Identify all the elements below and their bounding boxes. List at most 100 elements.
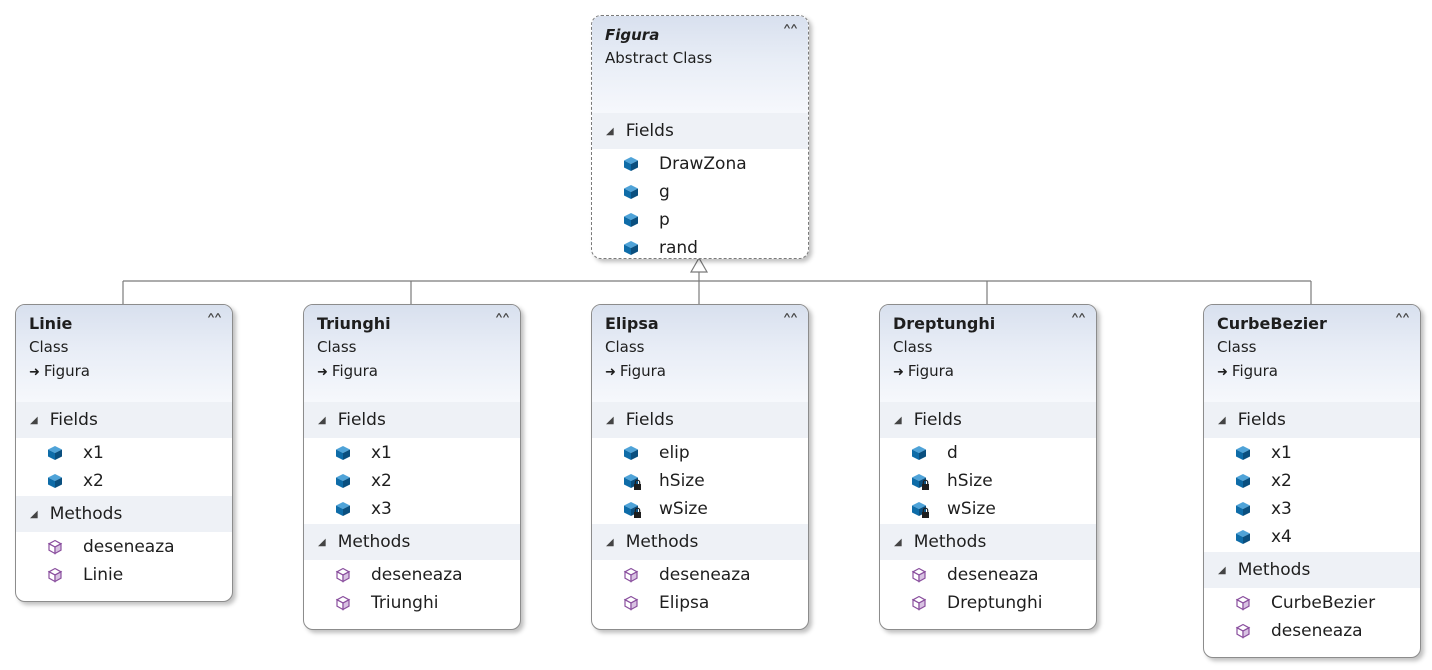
field-icon <box>336 502 350 516</box>
method-name: Triunghi <box>371 593 439 613</box>
method-item[interactable]: Elipsa <box>592 589 808 617</box>
expanded-triangle-icon: ◢ <box>1218 415 1226 426</box>
collapse-chevron-icon[interactable]: ˄˄ <box>782 310 799 332</box>
class-kind: Class <box>605 338 645 356</box>
field-name: x2 <box>371 471 392 491</box>
field-item[interactable]: DrawZona <box>592 150 808 178</box>
field-item[interactable]: hSize <box>592 467 808 495</box>
method-item[interactable]: deseneaza <box>304 561 520 589</box>
field-item[interactable]: x2 <box>304 467 520 495</box>
field-item[interactable]: wSize <box>592 495 808 523</box>
expanded-triangle-icon: ◢ <box>318 537 326 548</box>
field-item[interactable]: wSize <box>880 495 1096 523</box>
methods-label: Methods <box>49 504 123 524</box>
fields-label: Fields <box>49 410 98 430</box>
field-item[interactable]: x1 <box>304 439 520 467</box>
method-icon <box>911 567 927 583</box>
collapse-chevron-icon[interactable]: ˄˄ <box>1394 310 1411 332</box>
field-item[interactable]: elip <box>592 439 808 467</box>
base-class: ➜Figura <box>1217 359 1408 385</box>
class-kind: Class <box>317 338 357 356</box>
field-name: x4 <box>1271 527 1292 547</box>
field-item[interactable]: x2 <box>1204 467 1420 495</box>
collapse-chevron-icon[interactable]: ˄˄ <box>206 310 223 332</box>
collapse-chevron-icon[interactable]: ˄˄ <box>782 21 799 43</box>
expanded-triangle-icon: ◢ <box>606 126 614 137</box>
method-item[interactable]: deseneaza <box>592 561 808 589</box>
field-item[interactable]: x3 <box>1204 495 1420 523</box>
field-icon <box>624 446 638 460</box>
expanded-triangle-icon: ◢ <box>30 509 38 520</box>
fields-section-header[interactable]: ◢Fields <box>16 402 232 438</box>
class-kind: Class <box>29 338 69 356</box>
method-icon <box>1235 595 1251 611</box>
methods-section-header[interactable]: ◢ Methods <box>16 496 232 532</box>
private-field-icon <box>912 502 929 518</box>
field-item[interactable]: g <box>592 178 808 206</box>
field-icon <box>336 474 350 488</box>
method-icon <box>47 567 63 583</box>
field-name: x3 <box>1271 499 1292 519</box>
methods-section-header[interactable]: ◢Methods <box>304 524 520 560</box>
field-item[interactable]: rand <box>592 234 808 258</box>
method-item[interactable]: CurbeBezier <box>1204 589 1420 617</box>
field-item[interactable]: x1 <box>16 439 232 467</box>
field-item[interactable]: x2 <box>16 467 232 495</box>
method-item[interactable]: deseneaza <box>1204 617 1420 645</box>
private-field-icon <box>912 474 929 490</box>
fields-section-header[interactable]: ◢Fields <box>592 402 808 438</box>
class-header: CurbeBezier Class ➜Figura ˄˄ <box>1204 305 1420 402</box>
base-class: ➜Figura <box>605 359 796 385</box>
class-box-curbebezier[interactable]: CurbeBezier Class ➜Figura ˄˄ ◢Fields x1 … <box>1203 304 1421 658</box>
field-name: d <box>947 443 958 463</box>
methods-label: Methods <box>913 532 987 552</box>
expanded-triangle-icon: ◢ <box>894 537 902 548</box>
collapse-chevron-icon[interactable]: ˄˄ <box>494 310 511 332</box>
field-item[interactable]: x1 <box>1204 439 1420 467</box>
method-icon <box>335 567 351 583</box>
methods-section-header[interactable]: ◢Methods <box>592 524 808 560</box>
inherits-arrow-icon: ➜ <box>317 365 328 380</box>
base-class-name: Figura <box>907 362 954 380</box>
method-item[interactable]: deseneaza <box>16 533 232 561</box>
class-box-triunghi[interactable]: Triunghi Class ➜Figura ˄˄ ◢Fields x1 x2 … <box>303 304 521 630</box>
fields-section-header[interactable]: ◢Fields <box>304 402 520 438</box>
field-item[interactable]: x3 <box>304 495 520 523</box>
private-field-icon <box>624 502 641 518</box>
fields-section-header[interactable]: ◢Fields <box>1204 402 1420 438</box>
method-item[interactable]: deseneaza <box>880 561 1096 589</box>
class-name: Triunghi <box>317 314 391 333</box>
methods-section-header[interactable]: ◢ Methods <box>880 524 1096 560</box>
method-item[interactable]: Triunghi <box>304 589 520 617</box>
fields-section-header[interactable]: ◢Fields <box>592 113 808 149</box>
method-icon <box>335 595 351 611</box>
methods-section-header[interactable]: ◢Methods <box>1204 552 1420 588</box>
method-item[interactable]: Dreptunghi <box>880 589 1096 617</box>
field-item[interactable]: hSize <box>880 467 1096 495</box>
field-name: DrawZona <box>659 154 747 174</box>
fields-label: Fields <box>337 410 386 430</box>
class-header: Figura Abstract Class ˄˄ <box>592 16 808 113</box>
class-name: Dreptunghi <box>893 314 996 333</box>
class-kind: Class <box>1217 338 1257 356</box>
field-name: wSize <box>659 499 708 519</box>
field-name: p <box>659 210 670 230</box>
class-box-figura[interactable]: Figura Abstract Class ˄˄ ◢Fields DrawZon… <box>591 15 809 259</box>
field-icon <box>1236 530 1250 544</box>
collapse-chevron-icon[interactable]: ˄˄ <box>1070 310 1087 332</box>
expanded-triangle-icon: ◢ <box>1218 565 1226 576</box>
method-item[interactable]: Linie <box>16 561 232 589</box>
field-item[interactable]: d <box>880 439 1096 467</box>
class-box-linie[interactable]: Linie Class ➜Figura ˄˄ ◢Fields x1 x2 ◢Me… <box>15 304 233 602</box>
method-name: deseneaza <box>1271 621 1363 641</box>
method-name: Linie <box>83 565 124 585</box>
class-name: Figura <box>605 26 660 44</box>
field-name: g <box>659 182 670 202</box>
class-kind: Abstract Class <box>605 49 713 67</box>
field-item[interactable]: p <box>592 206 808 234</box>
class-box-elipsa[interactable]: Elipsa Class ➜Figura ˄˄ ◢Fields elip hSi… <box>591 304 809 630</box>
class-box-dreptunghi[interactable]: Dreptunghi Class ➜Figura ˄˄ ◢Fields d hS… <box>879 304 1097 630</box>
method-name: deseneaza <box>371 565 463 585</box>
fields-section-header[interactable]: ◢Fields <box>880 402 1096 438</box>
field-item[interactable]: x4 <box>1204 523 1420 551</box>
